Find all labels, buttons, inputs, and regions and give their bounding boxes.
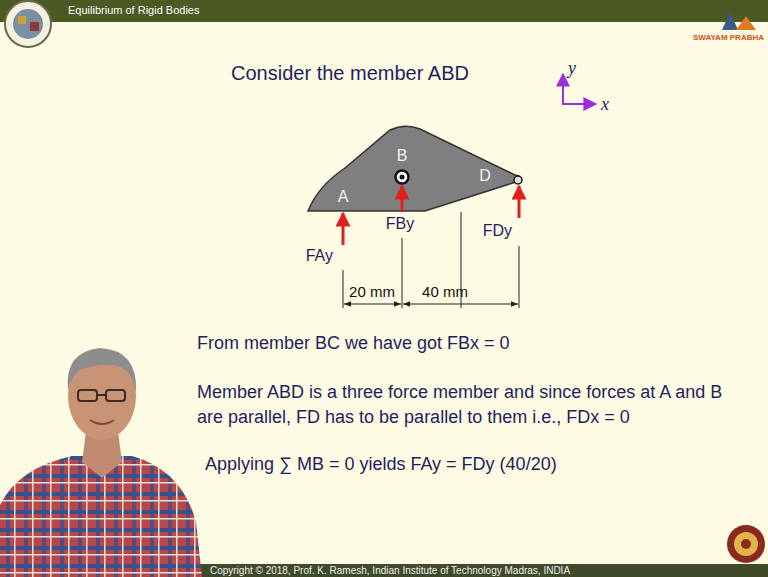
member-abd: A B D [300,120,530,220]
institute-logo [727,525,765,563]
force-label: FAy [306,247,333,265]
presenter-figure [0,348,202,577]
header-title: Equilibrium of Rigid Bodies [68,4,199,16]
dimension: 40 mm [422,283,468,300]
slide-title: Consider the member ABD [231,62,469,85]
pin-b-center [400,175,405,180]
axis-label: y [568,58,576,79]
force-arrow [401,186,404,212]
copyright: Copyright © 2018, Prof. K. Ramesh, India… [210,565,570,576]
note: Member ABD is a three force member and s… [197,380,742,430]
axis-label: x [601,94,609,115]
member-shape [308,126,520,211]
note: Applying ∑ MB = 0 yields FAy = FDy (40/2… [205,454,557,475]
point-label: A [338,188,349,206]
axes [562,74,596,104]
point-label: D [479,167,491,185]
note: From member BC we have got FBx = 0 [197,333,510,354]
force-label: FDy [483,222,512,240]
force-arrow [342,213,345,245]
dimension: 20 mm [349,283,395,300]
member-outline [300,120,530,220]
header-band [0,0,768,22]
force-label: FBy [386,215,414,233]
dimension-lines [343,212,519,308]
point-label: B [397,147,408,165]
logo-text: SWAYAM PRABHA [693,33,764,42]
pin-d [514,176,522,184]
right-logo [722,12,756,30]
pin-b [396,171,409,184]
left-logo [5,1,51,47]
force-arrow [518,186,521,218]
